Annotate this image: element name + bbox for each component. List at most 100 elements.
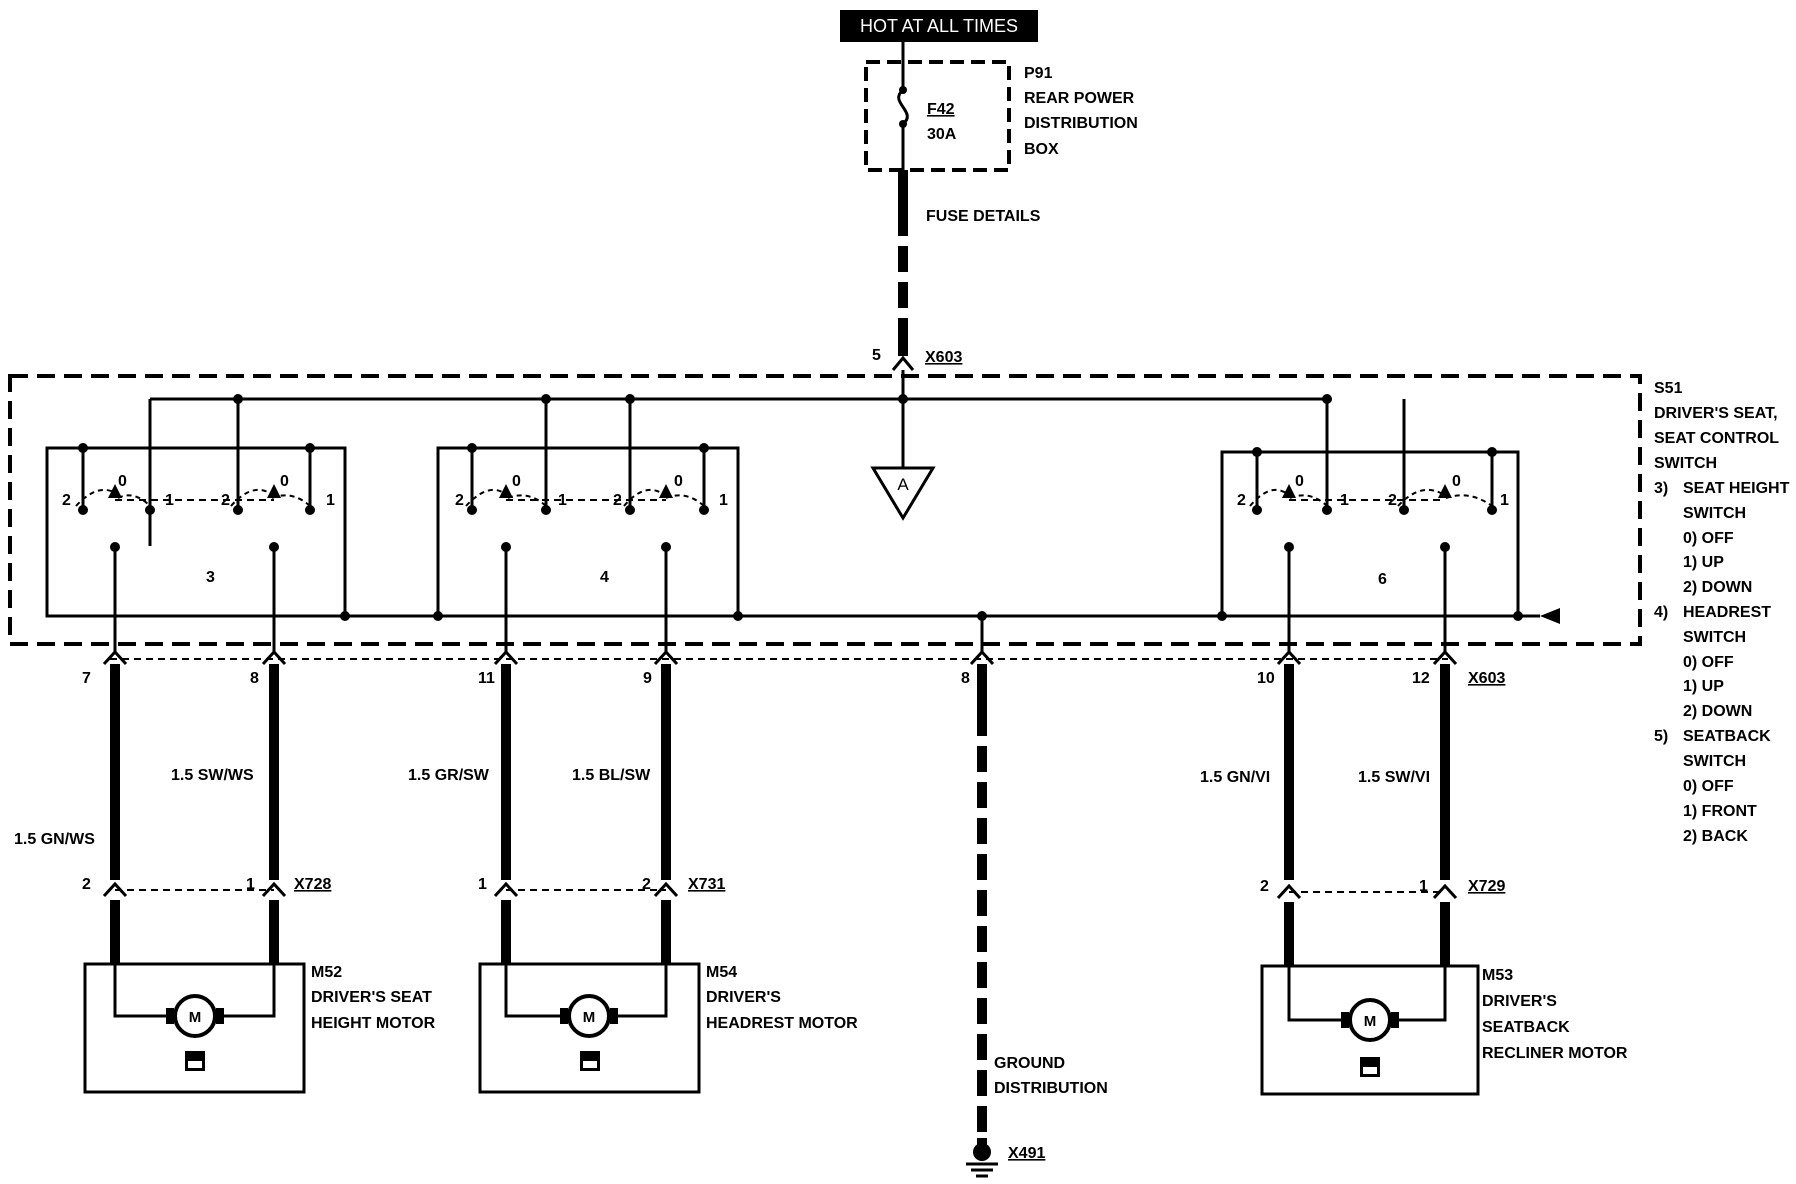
svg-text:0) OFF: 0) OFF [1683, 530, 1734, 547]
svg-text:0: 0 [280, 473, 289, 490]
svg-text:1: 1 [719, 492, 728, 509]
svg-text:0: 0 [674, 473, 683, 490]
svg-text:1: 1 [246, 876, 255, 893]
svg-text:5): 5) [1654, 728, 1668, 745]
svg-text:3): 3) [1654, 480, 1668, 497]
wire-label-2: 1.5 SW/WS [171, 767, 254, 784]
svg-text:2: 2 [1237, 492, 1246, 509]
box-name-3: BOX [1024, 141, 1059, 158]
top-connector-pin: 5 [872, 347, 881, 364]
ground-label-2: DISTRIBUTION [994, 1080, 1108, 1097]
motor-m52-line1: DRIVER'S SEAT [311, 989, 432, 1006]
switch-number-4: 4 [600, 569, 609, 586]
wire-label-4: 1.5 BL/SW [572, 767, 651, 784]
connector-chevrons [102, 649, 1458, 666]
hot-at-all-times-banner: HOT AT ALL TIMES [840, 10, 1038, 42]
rear-power-distribution-box: F42 30A [864, 60, 1011, 172]
svg-text:2: 2 [62, 492, 71, 509]
svg-text:0: 0 [1295, 473, 1304, 490]
svg-text:2: 2 [82, 876, 91, 893]
svg-text:2: 2 [642, 876, 651, 893]
svg-text:SEAT CONTROL: SEAT CONTROL [1654, 430, 1779, 447]
svg-text:2) BACK: 2) BACK [1683, 828, 1748, 845]
svg-text:1) UP: 1) UP [1683, 678, 1724, 695]
switch-3-seat-height [45, 394, 350, 621]
svg-text:HOT AT ALL TIMES: HOT AT ALL TIMES [860, 16, 1018, 36]
svg-text:0) OFF: 0) OFF [1683, 778, 1734, 795]
svg-text:1: 1 [1340, 492, 1349, 509]
switch-4-headrest [433, 394, 743, 621]
ground-symbol-icon [185, 1051, 205, 1071]
svg-text:SWITCH: SWITCH [1683, 753, 1746, 770]
svg-text:A: A [897, 475, 909, 494]
svg-text:2: 2 [221, 492, 230, 509]
svg-text:11: 11 [478, 670, 495, 687]
svg-text:4): 4) [1654, 604, 1668, 621]
wire-label-3: 1.5 GR/SW [408, 767, 490, 784]
box-name-1: REAR POWER [1024, 90, 1135, 107]
svg-text:SEAT HEIGHT: SEAT HEIGHT [1683, 480, 1790, 497]
svg-text:SWITCH: SWITCH [1683, 629, 1746, 646]
svg-text:SEATBACK: SEATBACK [1683, 728, 1771, 745]
top-connector-x603: 5 X603 [872, 347, 962, 371]
svg-text:1: 1 [1419, 878, 1428, 895]
ground-symbol-icon [1360, 1057, 1380, 1077]
motor-m53-ref: M53 [1482, 967, 1513, 984]
svg-text:2: 2 [1260, 878, 1269, 895]
svg-text:0: 0 [512, 473, 521, 490]
ground-ref: X491 [1008, 1145, 1045, 1162]
motor-m53-line2: SEATBACK [1482, 1019, 1570, 1036]
motor-m52: M [83, 962, 306, 1094]
svg-text:1: 1 [558, 492, 567, 509]
svg-text:X729: X729 [1468, 878, 1505, 895]
reference-triangle-a: A [870, 466, 936, 521]
bottom-connector-pins: 7 8 11 9 8 10 12 [82, 670, 1430, 687]
motor-connector-x728: 2 1 X728 [82, 876, 331, 898]
box-ref: P91 [1024, 65, 1053, 82]
svg-text:M: M [1364, 1013, 1377, 1030]
svg-text:S51: S51 [1654, 380, 1683, 397]
svg-text:SWITCH: SWITCH [1654, 455, 1717, 472]
svg-text:2) DOWN: 2) DOWN [1683, 579, 1752, 596]
svg-text:2) DOWN: 2) DOWN [1683, 703, 1752, 720]
svg-text:HEADREST: HEADREST [1683, 604, 1771, 621]
motor-m53: M [1260, 964, 1480, 1096]
fuse-id: F42 [927, 101, 955, 118]
harness-wires [110, 664, 1450, 880]
svg-text:8: 8 [250, 670, 259, 687]
svg-text:7: 7 [82, 670, 91, 687]
motor-icon: M [560, 994, 618, 1038]
svg-text:M: M [189, 1009, 202, 1026]
svg-text:1) FRONT: 1) FRONT [1683, 803, 1757, 820]
motor-feed-wires [110, 900, 1450, 966]
bottom-connector-ref: X603 [1468, 670, 1505, 687]
ground-symbol-icon [580, 1051, 600, 1071]
svg-text:10: 10 [1257, 670, 1275, 687]
motor-m54-line1: DRIVER'S [706, 989, 781, 1006]
svg-text:12: 12 [1412, 670, 1430, 687]
switch-number-3: 3 [206, 569, 215, 586]
svg-text:0) OFF: 0) OFF [1683, 654, 1734, 671]
svg-text:DRIVER'S SEAT,: DRIVER'S SEAT, [1654, 405, 1778, 422]
svg-text:2: 2 [613, 492, 622, 509]
svg-text:1: 1 [165, 492, 174, 509]
switch-module-boundary [8, 374, 1642, 646]
svg-text:8: 8 [961, 670, 970, 687]
switch-number-6: 6 [1378, 571, 1387, 588]
top-connector-ref: X603 [925, 349, 962, 366]
ground-icon [966, 1143, 998, 1178]
wire-label-1: 1.5 GN/WS [14, 831, 95, 848]
svg-text:X731: X731 [688, 876, 725, 893]
motor-m52-line2: HEIGHT MOTOR [311, 1015, 436, 1032]
switch-to-connector-wires [113, 547, 1447, 652]
motor-icon: M [1341, 998, 1399, 1042]
fuse-details-label: FUSE DETAILS [926, 208, 1041, 225]
motor-m54-ref: M54 [706, 964, 737, 981]
svg-text:2: 2 [455, 492, 464, 509]
svg-text:X728: X728 [294, 876, 331, 893]
svg-text:1: 1 [1500, 492, 1509, 509]
svg-text:M: M [583, 1009, 596, 1026]
svg-text:9: 9 [643, 670, 652, 687]
svg-text:1) UP: 1) UP [1683, 554, 1724, 571]
